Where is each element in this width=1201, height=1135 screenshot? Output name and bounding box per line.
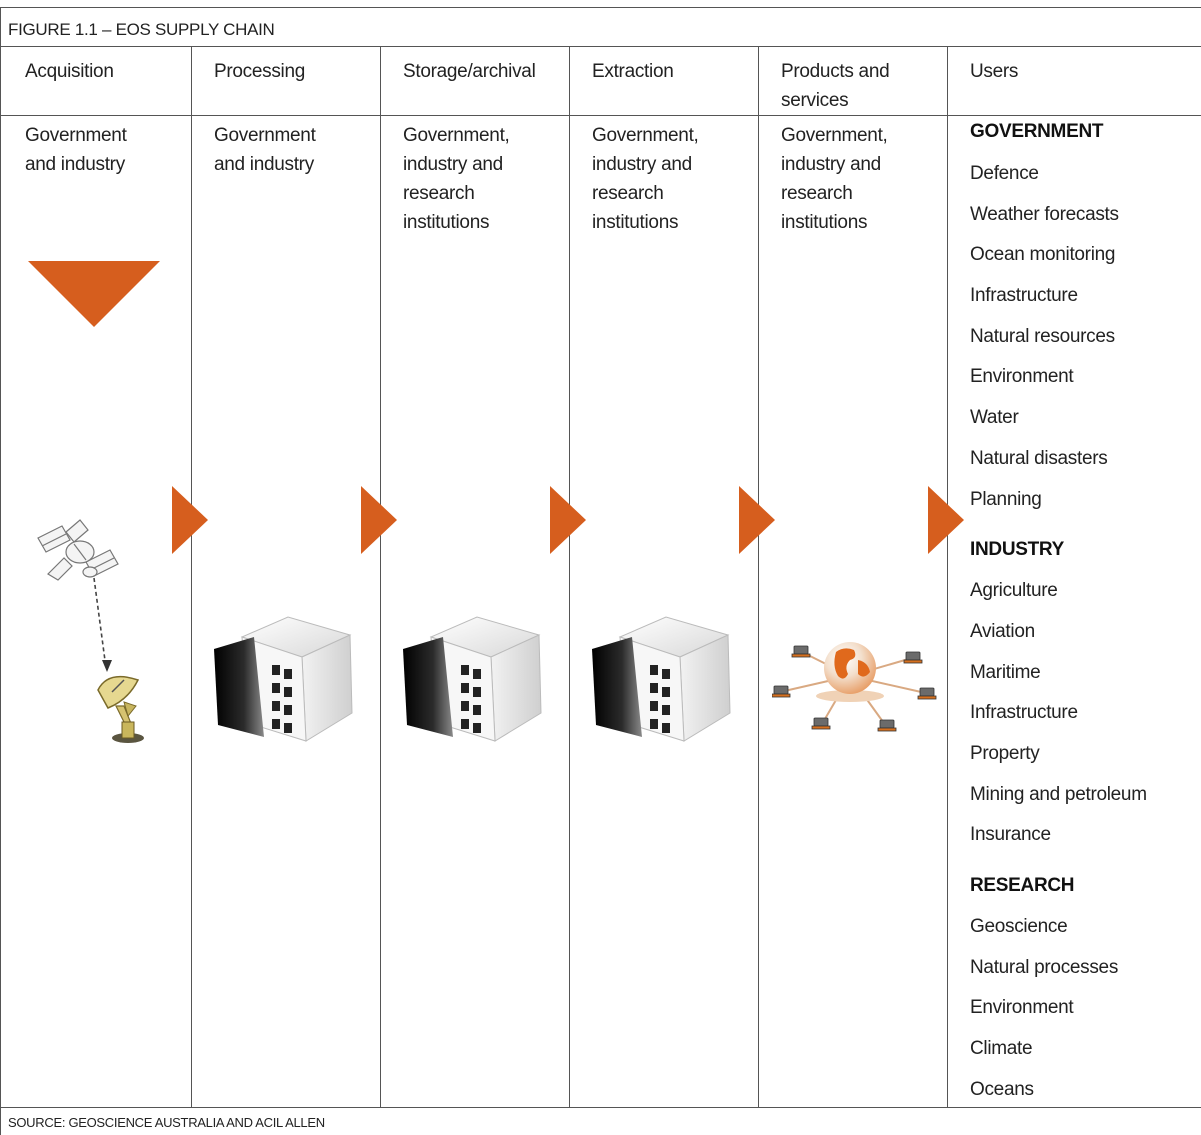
users-list-item: Water [970,407,1019,428]
users-list-item: Property [970,743,1040,764]
users-list-item: Climate [970,1038,1033,1059]
users-list-item: Geoscience [970,916,1068,937]
users-list-item: Infrastructure [970,702,1078,723]
stage-owner: Government and industry [214,125,316,175]
users-list-item: Planning [970,489,1042,510]
users-list-item: Environment [970,366,1074,387]
column-header-processing: Processing [214,61,305,82]
users-list-item: Oceans [970,1079,1034,1100]
data-centre-building-icon [403,616,542,742]
column-header-extraction: Extraction [592,61,674,82]
users-group-heading: RESEARCH [970,875,1075,896]
column-header-acquisition: Acquisition [25,61,114,82]
flow-arrow-icon [928,486,964,554]
down-arrow-icon [28,261,160,327]
title-divider [0,46,1201,47]
satellite-to-ground-station-icon [37,519,144,743]
column-header-users: Users [970,61,1019,82]
column-header-storage: Storage/archival [403,61,536,82]
users-list-item: Agriculture [970,580,1058,601]
users-list-item: Infrastructure [970,285,1078,306]
header-divider [0,115,1201,116]
users-list-item: Insurance [970,824,1051,845]
frame-top-border [0,7,1201,8]
figure-title: FIGURE 1.1 – EOS SUPPLY CHAIN [8,20,275,39]
users-list-item: Natural disasters [970,448,1108,469]
stage-owner: Government, industry and research instit… [781,125,888,233]
column-header-products: Products and services [781,61,890,111]
figure-source: SOURCE: GEOSCIENCE AUSTRALIA AND ACIL AL… [8,1115,325,1130]
users-list-item: Aviation [970,621,1035,642]
globe-network-icon [772,642,937,732]
column-divider [191,46,192,1107]
users-group-heading: INDUSTRY [970,539,1065,560]
column-divider [380,46,381,1107]
column-divider [569,46,570,1107]
users-list-item: Weather forecasts [970,204,1119,225]
users-list-item: Defence [970,163,1039,184]
users-list-item: Mining and petroleum [970,784,1147,805]
flow-arrow-icon [172,486,208,554]
column-divider [947,46,948,1107]
flow-arrow-icon [739,486,775,554]
users-group-heading: GOVERNMENT [970,121,1104,142]
stage-owner: Government, industry and research instit… [403,125,510,233]
users-list-item: Environment [970,997,1074,1018]
stage-owner: Government and industry [25,125,127,175]
data-centre-building-icon [592,616,731,742]
users-list-item: Ocean monitoring [970,244,1116,265]
stage-owner: Government, industry and research instit… [592,125,699,233]
column-divider [758,46,759,1107]
flow-arrow-icon [361,486,397,554]
table-bottom-border [0,1107,1201,1108]
users-list-item: Natural resources [970,326,1115,347]
users-list-item: Natural processes [970,957,1119,978]
frame-left-border [0,7,1,1135]
flow-arrow-icon [550,486,586,554]
data-centre-building-icon [214,616,353,742]
users-list-item: Maritime [970,662,1041,683]
